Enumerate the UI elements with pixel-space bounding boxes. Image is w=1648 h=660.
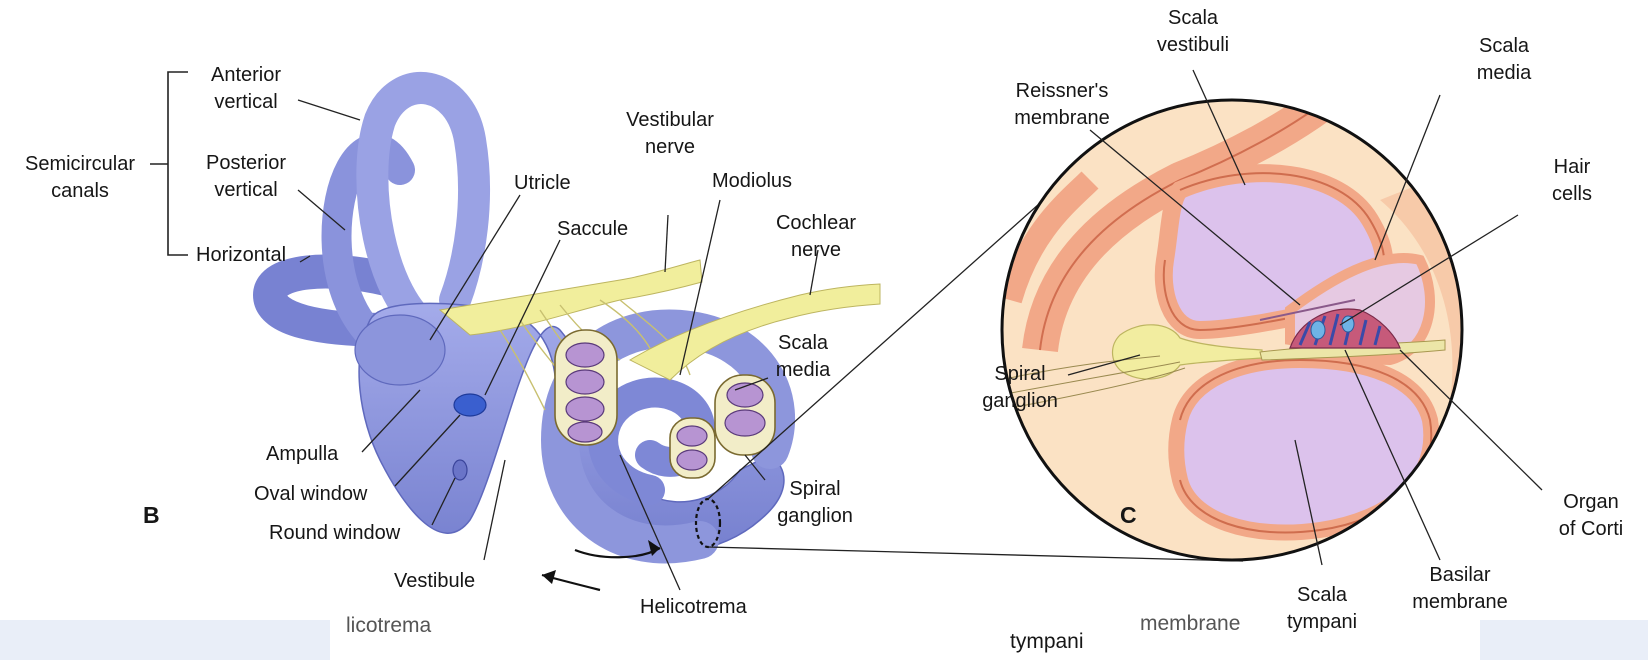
basilar-membrane-label: Basilar membrane bbox=[1405, 562, 1515, 616]
round-window-shape bbox=[453, 460, 467, 480]
page-bottom-shade-left bbox=[0, 620, 330, 660]
organ-of-corti-label: Organ of Corti bbox=[1546, 489, 1636, 543]
hair-cells-label: Hair cells bbox=[1544, 154, 1600, 208]
panel-b-letter: B bbox=[143, 502, 160, 528]
ampulla-shape bbox=[355, 315, 445, 385]
scala-media-c-label: Scala media bbox=[1466, 33, 1542, 87]
horizontal-label: Horizontal bbox=[196, 242, 286, 269]
underlay-tympani: tympani bbox=[1010, 628, 1084, 655]
spiral-ganglion-c-label: Spiral ganglion bbox=[975, 361, 1065, 415]
page-bottom-shade-right bbox=[1480, 620, 1648, 660]
oval-window-shape bbox=[454, 394, 486, 416]
underlay-membrane-fragment: membrane bbox=[1140, 610, 1240, 637]
scala-tympani-shape bbox=[1176, 360, 1431, 533]
oval-window-label: Oval window bbox=[254, 481, 367, 508]
anterior-vertical-label: Anterior vertical bbox=[196, 62, 296, 116]
posterior-vertical-label: Posterior vertical bbox=[196, 150, 296, 204]
panel-c-letter: C bbox=[1120, 502, 1137, 528]
round-window-label: Round window bbox=[269, 520, 400, 547]
scala-tympani-label: Scala tympani bbox=[1278, 582, 1366, 636]
reissners-membrane-label: Reissner's membrane bbox=[995, 78, 1129, 132]
semicircular-canals-label: Semicircular canals bbox=[12, 151, 148, 205]
scala-vestibuli-label: Scala vestibuli bbox=[1140, 5, 1246, 59]
semicircular-canals-bracket bbox=[150, 72, 188, 255]
underlay-helicotrema-fragment: licotrema bbox=[346, 612, 431, 639]
vestibule-label: Vestibule bbox=[394, 568, 475, 595]
helicotrema-label: Helicotrema bbox=[640, 594, 747, 621]
vestibular-nerve-label: Vestibular nerve bbox=[615, 107, 725, 161]
saccule-label: Saccule bbox=[557, 216, 628, 243]
scala-media-b-label: Scala media bbox=[768, 330, 838, 384]
spiral-ganglion-b-label: Spiral ganglion bbox=[770, 476, 860, 530]
panel-c-illustration bbox=[990, 70, 1542, 570]
utricle-label: Utricle bbox=[514, 170, 571, 197]
modiolus-label: Modiolus bbox=[712, 168, 792, 195]
ampulla-label: Ampulla bbox=[266, 441, 338, 468]
cochlear-nerve-label: Cochlear nerve bbox=[770, 210, 862, 264]
